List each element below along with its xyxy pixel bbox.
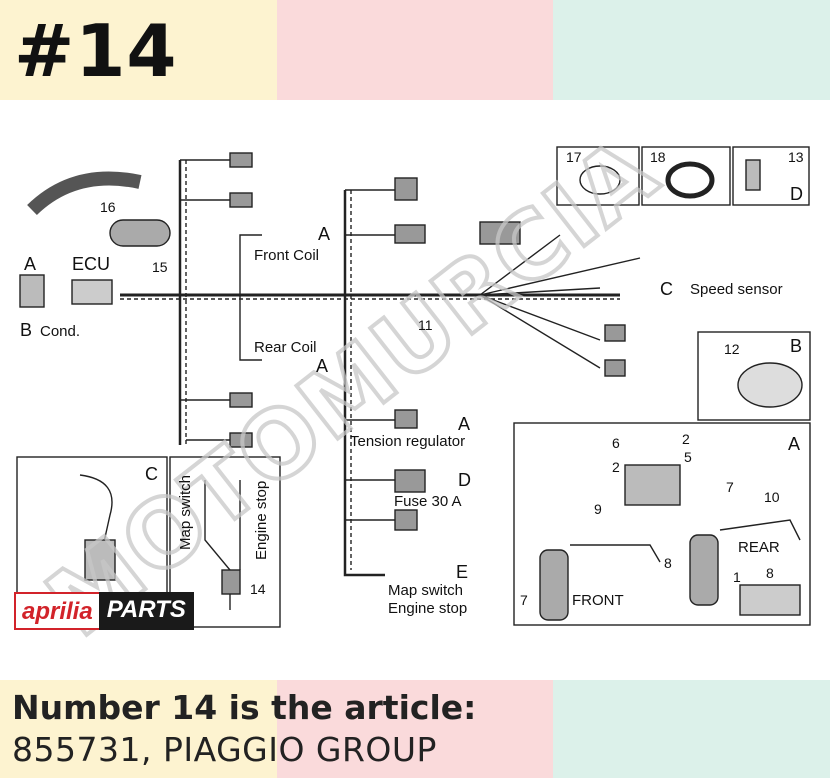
label-1: 1 [733, 569, 741, 585]
map-switch-box [169, 456, 281, 628]
label-7a: 7 [726, 479, 734, 495]
label-engine-stop: Engine stop [388, 600, 467, 617]
footer-band-pink [277, 680, 553, 778]
label-8a: 8 [664, 555, 672, 571]
label-12: 12 [724, 341, 740, 357]
label-14: 14 [250, 581, 266, 597]
watermark: MOTOMURCIA [28, 117, 678, 657]
right-bundle [343, 190, 385, 577]
inset-box-17 [556, 146, 640, 206]
hose-part-16 [27, 171, 142, 216]
label-fuse: Fuse 30 A [394, 493, 462, 510]
label-9: 9 [594, 501, 602, 517]
label-rear-coil: Rear Coil [254, 339, 317, 356]
label-rear: REAR [738, 539, 780, 556]
label-11: 11 [418, 317, 433, 333]
item-number-heading: #14 [14, 9, 178, 93]
label-b-inset-letter: B [790, 336, 802, 356]
label-e-letter: E [456, 562, 468, 582]
label-d-inset-letter: D [790, 184, 803, 204]
brand-right-text: PARTS [98, 592, 194, 630]
wiring-harness-diagram: MOTOMURCIA A ECU B Cond. 16 15 Front Coi… [16, 115, 811, 659]
label-d-fuse-letter: D [458, 470, 471, 490]
label-a-tension-letter: A [458, 414, 470, 434]
label-18: 18 [650, 149, 666, 165]
header-band-pink [277, 0, 553, 100]
inset-box-18 [641, 146, 731, 206]
label-front-coil: Front Coil [254, 247, 319, 264]
inset-box-a [513, 422, 811, 626]
inset-box-13 [732, 146, 810, 206]
ecu-box [71, 279, 113, 305]
label-a-inset-letter: A [788, 434, 800, 454]
label-tension-regulator: Tension regulator [350, 433, 465, 450]
label-2b: 2 [612, 459, 620, 475]
footer-band-yellow [0, 680, 277, 778]
label-16: 16 [100, 199, 116, 215]
label-6: 6 [612, 435, 620, 451]
label-map-switch: Map switch [388, 582, 463, 599]
front-coil-part [539, 549, 569, 621]
header-band-yellow [0, 0, 277, 100]
label-engine-stop-vertical: Engine stop [253, 481, 270, 560]
brand-left-text: aprilia [14, 592, 99, 630]
label-a-rear-coil-letter: A [316, 356, 328, 376]
label-10: 10 [764, 489, 780, 505]
label-a-front-coil-letter: A [318, 224, 330, 244]
label-7b: 7 [520, 592, 528, 608]
label-13: 13 [788, 149, 804, 165]
label-a-ecu-letter: A [24, 254, 36, 274]
label-8b: 8 [766, 565, 774, 581]
rear-coil-part [689, 534, 719, 606]
inset-box-b [697, 331, 811, 421]
label-speed-sensor: Speed sensor [690, 281, 783, 298]
header-band-mint [553, 0, 830, 100]
label-b-letter: B [20, 320, 32, 340]
label-17: 17 [566, 149, 582, 165]
article-caption-title: Number 14 is the article: [12, 688, 477, 727]
footer-band-mint [553, 680, 830, 778]
article-caption-code: 855731, PIAGGIO GROUP [12, 730, 437, 769]
label-cond: Cond. [40, 323, 80, 340]
cap-part-15 [109, 219, 171, 247]
label-2a: 2 [682, 431, 690, 447]
label-15: 15 [152, 259, 168, 275]
label-front: FRONT [572, 592, 624, 609]
label-map-switch-vertical: Map switch [177, 475, 194, 550]
label-c-speed-letter: C [660, 279, 673, 299]
label-ecu: ECU [72, 254, 110, 274]
label-c-inset-letter: C [145, 464, 158, 484]
aprilia-parts-logo: aprilia PARTS [14, 592, 194, 630]
label-5: 5 [684, 449, 692, 465]
